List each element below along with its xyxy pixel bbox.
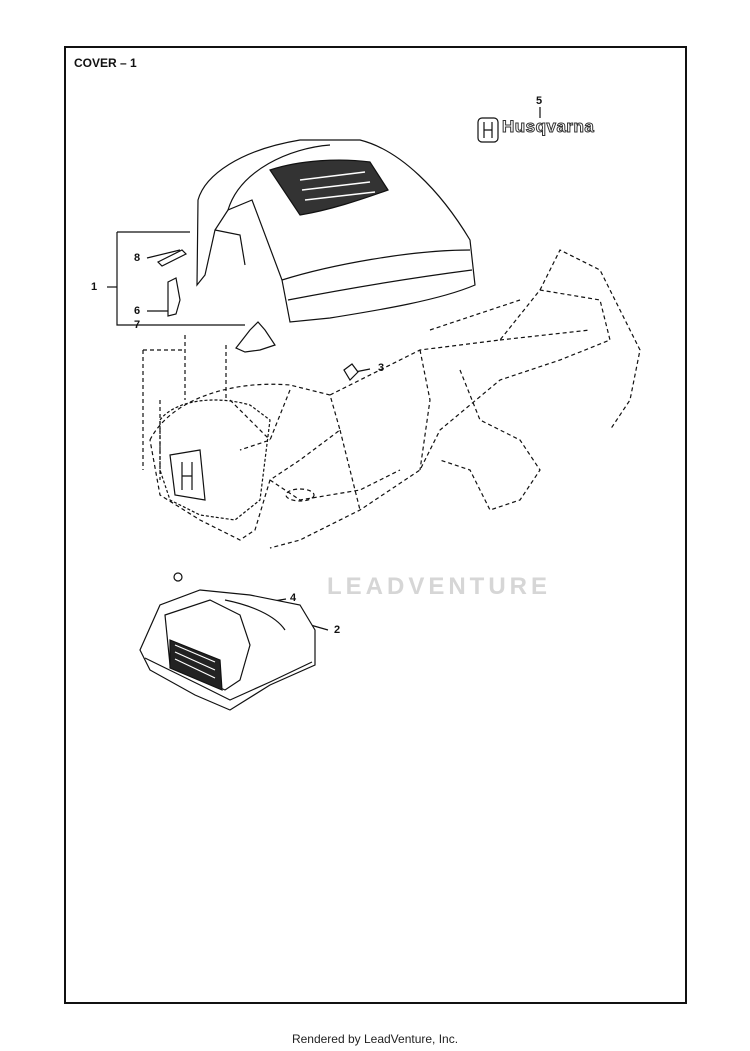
- brand-logo-text: Husqvarna: [501, 117, 595, 137]
- hood-cover: [196, 139, 476, 323]
- callout-1: 1: [91, 281, 98, 293]
- callout-2: 2: [334, 624, 341, 636]
- callout-4: 4: [290, 592, 297, 604]
- bracket-7: [235, 321, 276, 353]
- front-grille: [159, 399, 271, 521]
- callout-7: 7: [134, 319, 141, 331]
- engine-cover: [139, 589, 316, 711]
- diagram-frame: [64, 46, 687, 1004]
- clip-3: [343, 363, 359, 381]
- bracket-6: [167, 277, 181, 317]
- footer-credit: Rendered by LeadVenture, Inc.: [291, 1032, 459, 1046]
- watermark: LEADVENTURE: [327, 573, 552, 600]
- callout-5: 5: [536, 95, 543, 107]
- nut-top: [173, 572, 183, 582]
- brand-decal: [477, 107, 541, 143]
- chassis-frame: [142, 249, 641, 549]
- page-title: COVER – 1: [74, 56, 137, 70]
- pin-8: [156, 249, 188, 267]
- callout-6: 6: [134, 305, 141, 317]
- callout-8: 8: [134, 252, 141, 264]
- callout-3: 3: [378, 362, 385, 374]
